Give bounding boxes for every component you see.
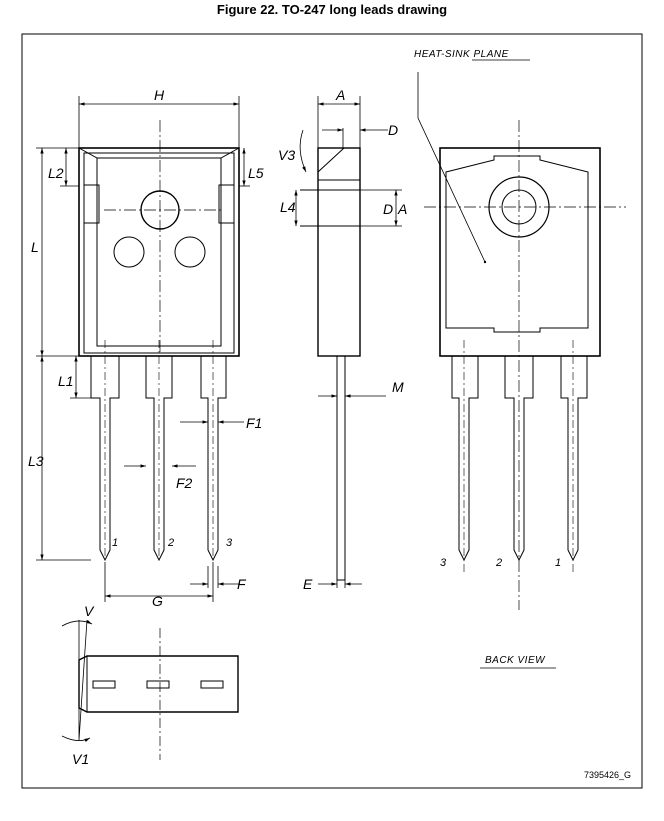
pin-label-front-2: 2 [167, 537, 174, 549]
dim-label-e: E [303, 576, 313, 592]
drawing-code: 7395426_G [584, 770, 631, 780]
dim-label-l1: L1 [58, 373, 74, 389]
back-view [417, 59, 626, 669]
dim-label-a: A [335, 87, 345, 103]
dim-label-g: G [152, 593, 163, 609]
dim-label-m: M [392, 379, 404, 395]
dim-label-l3: L3 [28, 453, 44, 469]
dim-label-d-side: D [383, 201, 393, 217]
back-view-note: BACK VIEW [485, 655, 546, 666]
dim-label-f1: F1 [246, 415, 262, 431]
dim-label-l: L [31, 239, 39, 255]
dim-label-v: V [84, 603, 95, 619]
dim-label-l2: L2 [48, 165, 64, 181]
pin-label-back-3: 3 [440, 557, 447, 569]
dim-label-h: H [154, 87, 165, 103]
dim-label-a-side: A [397, 201, 407, 217]
dim-label-f: F [237, 576, 247, 592]
pin-label-back-2: 2 [495, 557, 502, 569]
heat-sink-plane-note: HEAT-SINK PLANE [414, 49, 509, 60]
pin-label-front-1: 1 [112, 537, 118, 549]
bottom-view [61, 619, 239, 760]
dim-label-d: D [388, 122, 398, 138]
side-dimensions [294, 96, 402, 588]
pin-label-back-1: 1 [555, 557, 561, 569]
dim-label-l4: L4 [280, 199, 296, 215]
drawing-frame [21, 33, 643, 789]
side-view [300, 147, 361, 581]
dim-label-v3: V3 [278, 147, 295, 163]
dim-label-l5: L5 [248, 165, 264, 181]
dim-label-f2: F2 [176, 475, 193, 491]
front-view [78, 120, 240, 562]
dim-label-v1: V1 [72, 751, 89, 767]
pin-label-front-3: 3 [226, 537, 233, 549]
figure-caption: Figure 22. TO-247 long leads drawing [216, 2, 448, 17]
front-dimensions [36, 96, 250, 602]
